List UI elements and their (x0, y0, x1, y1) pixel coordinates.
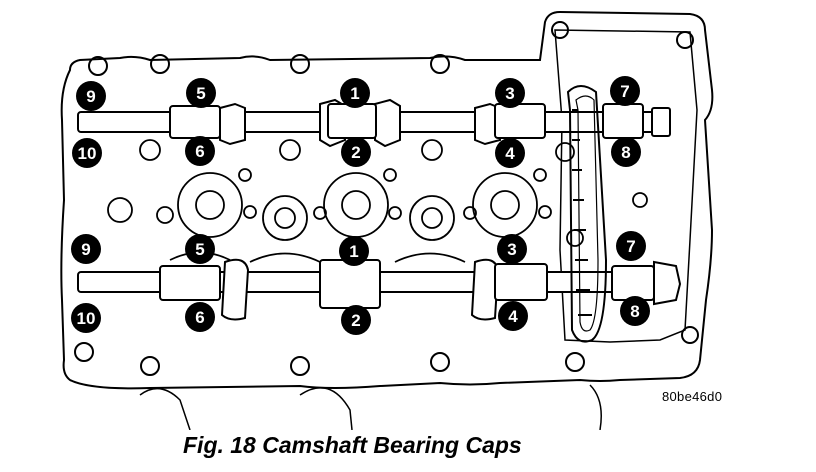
lower-cap-7-badge: 7 (616, 231, 646, 261)
upper-cap-10-label: 10 (78, 144, 97, 163)
lower-cap-8-label: 8 (630, 302, 639, 321)
upper-cap-8-label: 8 (621, 143, 630, 162)
lower-cap-2-badge: 2 (341, 305, 371, 335)
upper-cap-badges: 9 10 5 6 1 2 3 4 (72, 76, 641, 168)
upper-cap-5-badge: 5 (186, 78, 216, 108)
upper-cap-10-badge: 10 (72, 138, 102, 168)
upper-cap-4-label: 4 (505, 144, 515, 163)
upper-camshaft (77, 98, 671, 148)
upper-cap-1-badge: 1 (340, 78, 370, 108)
lower-cap-9-badge: 9 (71, 234, 101, 264)
upper-cap-9-label: 9 (86, 87, 95, 106)
upper-cap-3-label: 3 (505, 84, 514, 103)
upper-cap-8-badge: 8 (611, 137, 641, 167)
upper-cap-5-label: 5 (196, 84, 205, 103)
lower-camshaft (77, 258, 682, 321)
lower-cap-10-badge: 10 (71, 303, 101, 333)
upper-cap-6-badge: 6 (185, 136, 215, 166)
cylinder-head-diagram: 9 10 5 6 1 2 3 4 (60, 10, 714, 430)
head-outline (60, 10, 714, 430)
upper-cap-4-badge: 4 (495, 138, 525, 168)
lower-cap-2-label: 2 (351, 311, 360, 330)
upper-cap-6-label: 6 (195, 142, 204, 161)
upper-cap-7-badge: 7 (610, 76, 640, 106)
lower-cap-badges: 9 10 5 6 1 2 3 4 (71, 231, 650, 335)
lower-cap-6-badge: 6 (185, 302, 215, 332)
lower-cap-3-badge: 3 (497, 234, 527, 264)
lower-cap-7-label: 7 (626, 237, 635, 256)
bore-details (107, 139, 648, 263)
upper-cap-1-label: 1 (350, 84, 359, 103)
lower-cap-5-label: 5 (195, 240, 204, 259)
lower-cap-6-label: 6 (195, 308, 204, 327)
lower-cap-4-badge: 4 (498, 301, 528, 331)
lower-cap-3-label: 3 (507, 240, 516, 259)
upper-cap-2-badge: 2 (341, 137, 371, 167)
lower-cap-4-label: 4 (508, 307, 518, 326)
lower-cap-1-badge: 1 (339, 236, 369, 266)
figure-caption: Fig. 18 Camshaft Bearing Caps (183, 432, 522, 458)
upper-cap-9-badge: 9 (76, 81, 106, 111)
lower-cap-8-badge: 8 (620, 296, 650, 326)
upper-cap-7-label: 7 (620, 82, 629, 101)
lower-cap-10-label: 10 (77, 309, 96, 328)
timing-chain (566, 85, 608, 343)
lower-cap-9-label: 9 (81, 240, 90, 259)
upper-cap-3-badge: 3 (495, 78, 525, 108)
lower-cap-1-label: 1 (349, 242, 358, 261)
upper-cap-2-label: 2 (351, 143, 360, 162)
image-code: 80be46d0 (662, 389, 723, 404)
lower-cap-5-badge: 5 (185, 234, 215, 264)
